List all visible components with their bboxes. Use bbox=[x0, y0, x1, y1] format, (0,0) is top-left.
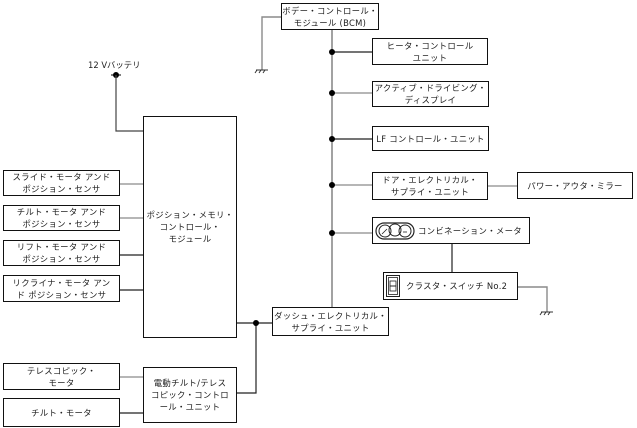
bcm-ground-wire bbox=[261, 16, 281, 70]
telescopic-motor-box[interactable]: テレスコピック・ モータ bbox=[3, 363, 120, 390]
combination-meter-box[interactable]: コンビネーション・メータ bbox=[372, 217, 530, 244]
recliner-motor-sensor-box[interactable]: リクライナ・モータ アン ド ポジション・センサ bbox=[3, 275, 120, 302]
cluster-switch-label: クラスタ・スイッチ No.2 bbox=[406, 281, 508, 291]
battery-wire bbox=[115, 75, 143, 132]
tilt-motor-box[interactable]: チルト・モータ bbox=[3, 398, 120, 427]
junction-dot-icon bbox=[329, 230, 335, 236]
position-memory-module-box[interactable]: ポジション・メモリ・ コントロール・ モジュール bbox=[143, 116, 237, 338]
switch-icon bbox=[386, 275, 400, 297]
junction-dot-icon bbox=[329, 49, 335, 55]
tilt-unit-wire bbox=[237, 323, 257, 394]
slide-motor-sensor-box[interactable]: スライド・モータ アンド ポジション・センサ bbox=[3, 170, 120, 196]
ground-icon bbox=[539, 311, 553, 316]
junction-dot-icon bbox=[329, 136, 335, 142]
ground-icon bbox=[254, 69, 268, 74]
meter-label: コンビネーション・メータ bbox=[418, 225, 522, 236]
junction-dot-icon bbox=[329, 90, 335, 96]
active-display-box[interactable]: アクティブ・ドライビング・ ディスプレイ bbox=[372, 81, 489, 107]
tilt-telescopic-control-unit-box[interactable]: 電動チルト/テレス コピック・コントロ ール・ユニット bbox=[143, 367, 237, 423]
junction-dot-icon bbox=[329, 182, 335, 188]
tilt-motor-sensor-box[interactable]: チルト・モータ アンド ポジション・センサ bbox=[3, 205, 120, 231]
dash-supply-box[interactable]: ダッシュ・エレクトリカル・ サプライ・ユニット bbox=[272, 307, 389, 336]
lf-control-box[interactable]: LF コントロール・ユニット bbox=[372, 126, 489, 151]
cluster-ground-wire bbox=[518, 286, 548, 312]
combination-meter-icon bbox=[375, 221, 415, 240]
battery-label: 12 Vバッテリ bbox=[88, 60, 141, 70]
bcm-box[interactable]: ボデー・コントロール・ モジュール (BCM) bbox=[281, 3, 379, 30]
junction-dot-icon bbox=[253, 320, 259, 326]
door-supply-box[interactable]: ドア・エレクトリカル・ サプライ・ユニット bbox=[372, 172, 488, 200]
cluster-switch-box[interactable]: クラスタ・スイッチ No.2 bbox=[383, 272, 518, 300]
power-mirror-box[interactable]: パワー・アウタ・ミラー bbox=[517, 172, 633, 199]
lift-motor-sensor-box[interactable]: リフト・モータ アンド ポジション・センサ bbox=[3, 240, 120, 266]
heater-control-box[interactable]: ヒータ・コントロール ユニット bbox=[372, 38, 488, 65]
